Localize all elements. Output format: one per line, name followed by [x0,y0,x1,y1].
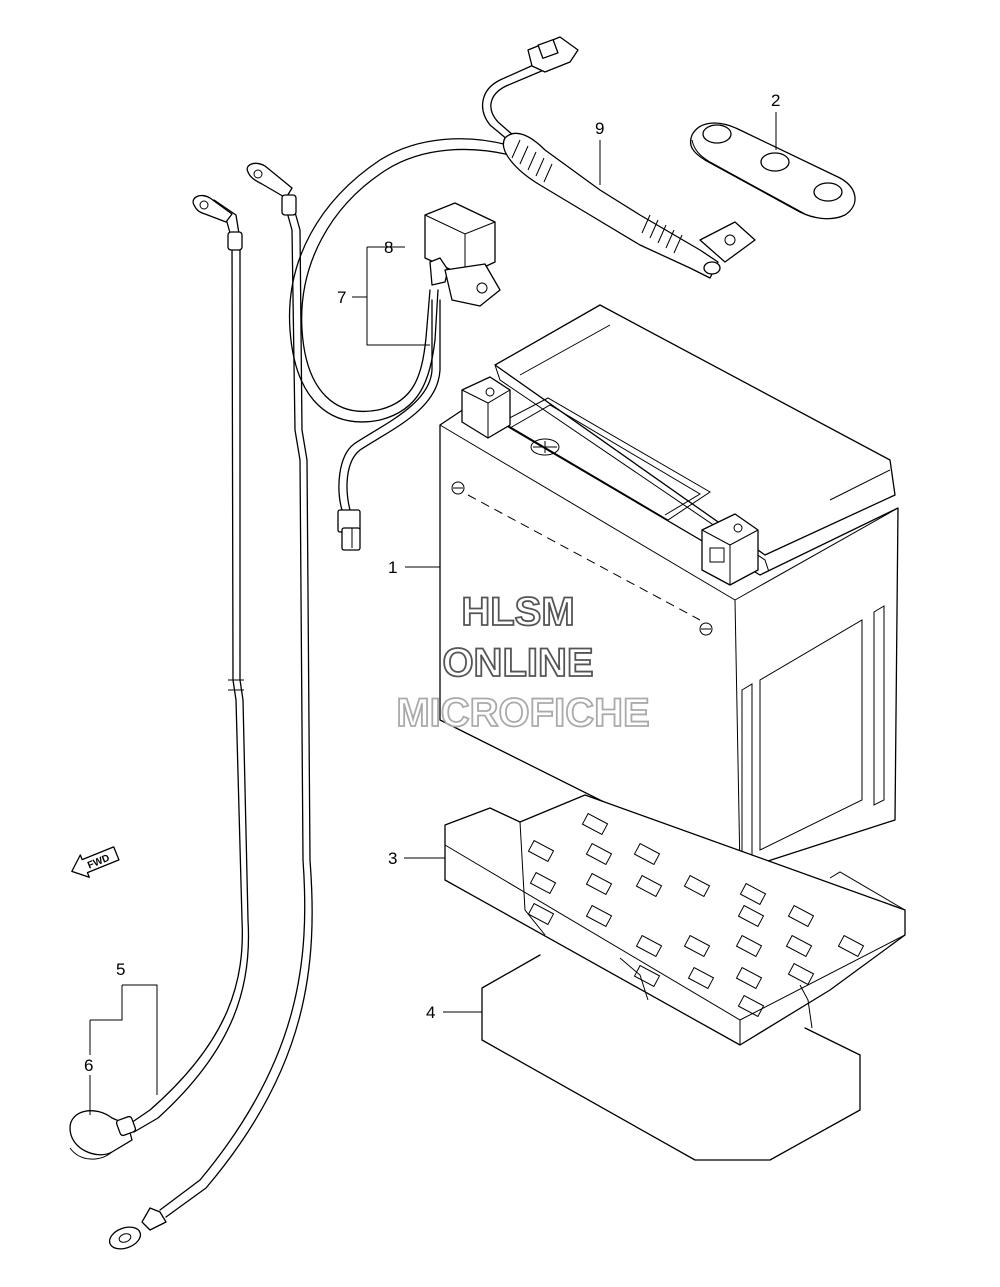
callout-3: 3 [388,849,397,868]
battery-tray [444,794,906,1046]
starter-relay [424,202,501,307]
watermark-line2: ONLINE [442,641,593,685]
callout-leaders [89,112,777,1115]
watermark-line1: HLSM [461,590,574,634]
callout-2: 2 [771,91,780,110]
callout-labels: 1 2 3 4 5 6 7 8 9 [84,91,780,1075]
callout-6: 6 [84,1056,93,1075]
battery-cushion [481,954,861,1161]
callout-1: 1 [388,558,397,577]
battery-holder-plate [689,122,856,220]
callout-7: 7 [337,288,346,307]
battery [439,304,899,871]
positive-cable [108,162,313,1250]
callout-8: 8 [384,238,393,257]
fuse-lead [481,36,756,279]
negative-cable [127,194,250,1133]
terminal-cap [69,1110,137,1160]
watermark: HLSM ONLINE MICROFICHE [395,589,650,736]
callout-4: 4 [426,1003,435,1022]
callout-5: 5 [116,960,125,979]
wire-harness-loop [288,138,511,551]
fwd-arrow: FWD [71,846,120,878]
watermark-line3: MICROFICHE [396,691,649,735]
callout-9: 9 [595,119,604,138]
